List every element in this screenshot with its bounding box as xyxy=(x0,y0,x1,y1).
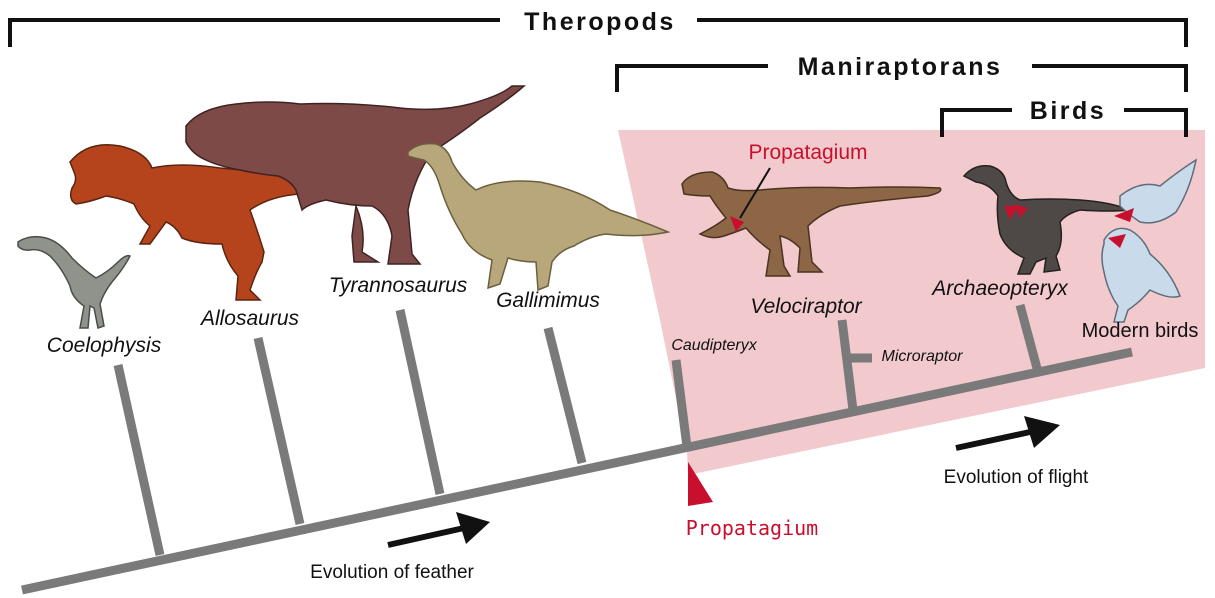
evolution-feather-caption: Evolution of feather xyxy=(310,562,474,583)
label-microraptor: Microraptor xyxy=(882,348,964,365)
label-archaeopteryx: Archaeopteryx xyxy=(930,277,1069,300)
propatagium-label-top: Propatagium xyxy=(748,141,867,164)
label-gallimimus: Gallimimus xyxy=(496,289,600,312)
branch-allosaurus xyxy=(258,338,300,524)
branch-coelophysis xyxy=(118,365,160,555)
branch-tyrannosaurus xyxy=(400,310,440,494)
birds-label: Birds xyxy=(1030,97,1106,125)
label-modern-birds: Modern birds xyxy=(1082,320,1199,342)
label-caudipteryx: Caudipteryx xyxy=(671,337,757,354)
branch-gallimimus xyxy=(548,328,582,463)
maniraptorans-label: Maniraptorans xyxy=(798,53,1003,81)
evolution-feather-arrow xyxy=(388,512,490,545)
theropods-label: Theropods xyxy=(524,8,676,36)
coelophysis-illustration xyxy=(18,237,130,328)
label-velociraptor: Velociraptor xyxy=(750,295,862,318)
label-tyrannosaurus: Tyrannosaurus xyxy=(329,274,468,297)
label-allosaurus: Allosaurus xyxy=(199,307,300,330)
propatagium-label-bottom: Propatagium xyxy=(686,516,818,540)
label-coelophysis: Coelophysis xyxy=(47,334,162,357)
evolution-flight-arrow xyxy=(956,416,1060,448)
evolution-flight-caption: Evolution of flight xyxy=(944,467,1089,488)
